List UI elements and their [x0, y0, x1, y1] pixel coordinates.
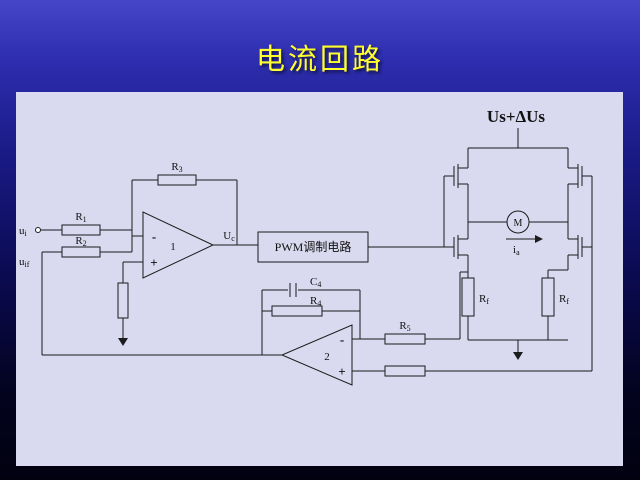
ui-label: ui [19, 225, 28, 238]
opamp-1 [142, 211, 215, 279]
mosfet-top-right [568, 164, 583, 188]
opamp2-minus: - [340, 332, 344, 347]
resistor-r1 [61, 224, 101, 236]
opamp2-number: 2 [324, 351, 330, 363]
ia-label: ia [513, 244, 520, 257]
c4-label: C4 [310, 276, 321, 289]
input-terminal [35, 227, 41, 233]
wires [41, 128, 593, 372]
rf-right-label: Rf [559, 293, 569, 306]
ground-symbol [118, 338, 128, 346]
resistor-r5 [384, 333, 426, 345]
resistor-r3 [157, 174, 197, 186]
r5-label: R5 [399, 320, 410, 333]
resistor-r2 [61, 246, 101, 258]
opamp1-number: 1 [170, 241, 176, 253]
r3-label: R3 [171, 161, 182, 174]
circuit-schematic: Us+ΔUs PWM调制电路 - + 1 - + 2 M R1 R2 R3 R4… [19, 107, 593, 386]
ground-symbol [513, 352, 523, 360]
mosfet-bottom-right [568, 235, 583, 259]
pwm-label: PWM调制电路 [275, 239, 352, 254]
resistor-rf-left [461, 277, 475, 317]
slide-title: 电流回路 [255, 44, 384, 76]
opamp1-plus: + [150, 255, 157, 270]
resistor-plus-input [384, 365, 426, 377]
resistor-ground [117, 282, 129, 319]
r4-label: R4 [310, 295, 321, 308]
diagram-panel: Us+ΔUs PWM调制电路 - + 1 - + 2 M R1 R2 R3 R4… [16, 92, 623, 466]
opamp1-minus: - [152, 229, 156, 244]
resistor-r4 [271, 305, 323, 317]
opamp2-plus: + [338, 364, 345, 379]
opamp-2 [280, 324, 353, 386]
current-arrow [506, 235, 543, 243]
supply-label: Us+ΔUs [487, 107, 546, 126]
r1-label: R1 [75, 211, 86, 224]
arrow-head [535, 235, 543, 243]
capacitor-c4 [289, 283, 297, 297]
resistor-rf-right [541, 277, 555, 317]
mosfet-bottom-left [453, 235, 468, 259]
uc-label: Uc [223, 230, 235, 243]
uif-label: uif [19, 256, 30, 269]
motor-label: M [514, 218, 523, 229]
motor-symbol [506, 210, 530, 234]
pwm-box [257, 231, 369, 263]
mosfet-top-left [453, 164, 468, 188]
r2-label: R2 [75, 235, 86, 248]
rf-left-label: Rf [479, 293, 489, 306]
